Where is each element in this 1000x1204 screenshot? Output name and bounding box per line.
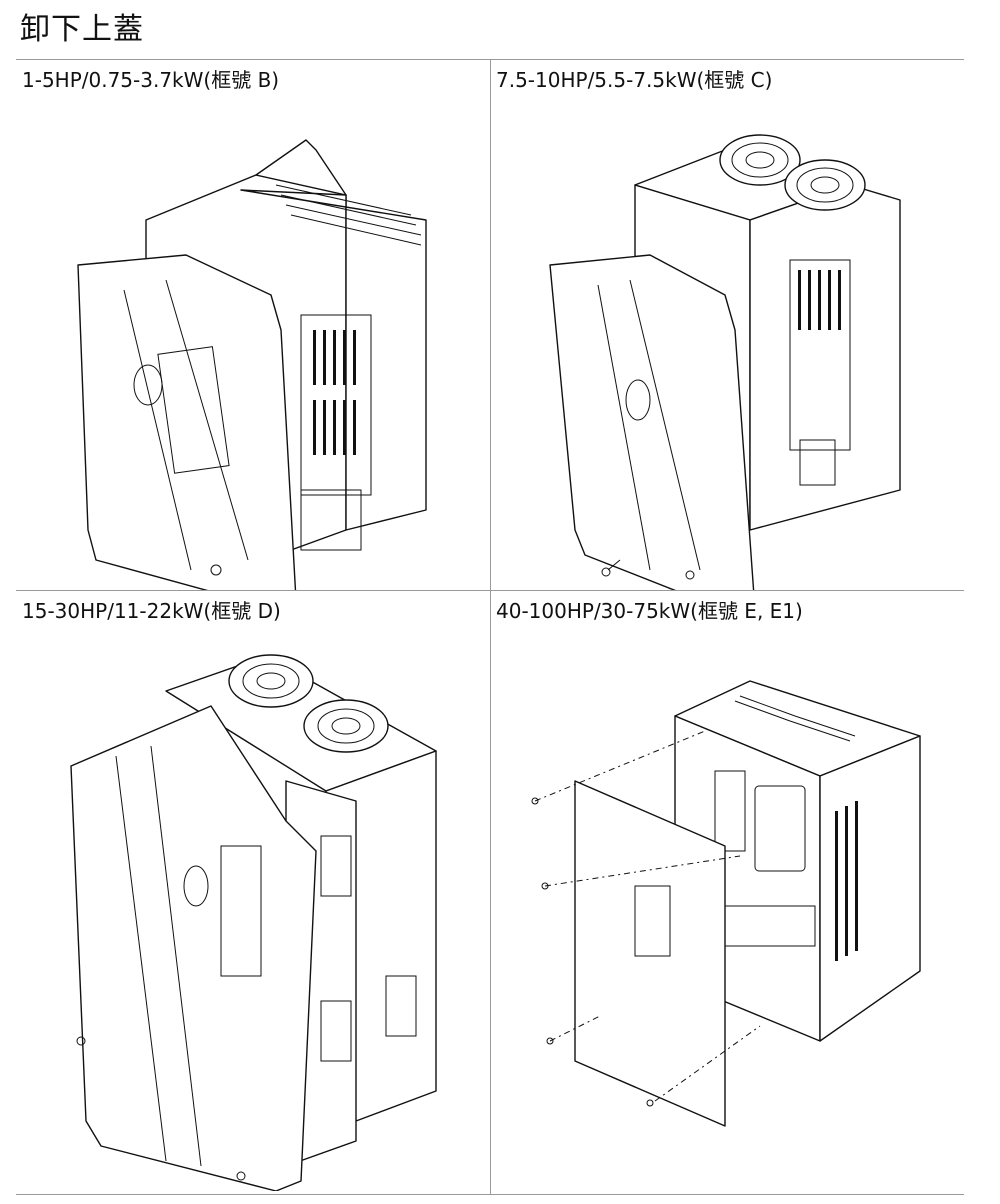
page-title: 卸下上蓋: [20, 12, 144, 47]
frame-e-drawing: [531, 680, 921, 1127]
top-vents: [734, 695, 856, 742]
cooling-fan-2: [303, 699, 389, 753]
panel-frame-b: 1-5HP/0.75-3.7kW(框號 B): [16, 60, 488, 591]
column-divider: [490, 59, 491, 1194]
front-cover: [574, 780, 726, 1127]
front-cover: [70, 705, 317, 1191]
cooling-fan-1: [719, 134, 801, 186]
panel-frame-c: 7.5-10HP/5.5-7.5kW(框號 C): [490, 60, 962, 591]
screw-guides: [534, 730, 761, 1102]
panel-frame-d: 15-30HP/11-22kW(框號 D): [16, 591, 488, 1191]
front-cover: [549, 254, 755, 590]
panel-frame-e: 40-100HP/30-75kW(框號 E, E1): [490, 591, 962, 1127]
vent-slots: [798, 270, 841, 486]
frame-c-drawing: [549, 134, 901, 590]
panel-caption: 7.5-10HP/5.5-7.5kW(框號 C): [496, 68, 773, 92]
panel-caption: 15-30HP/11-22kW(框號 D): [22, 599, 281, 623]
vent-slots: [313, 330, 356, 455]
cooling-fan-2: [784, 159, 866, 211]
frame-b-drawing: [77, 139, 427, 590]
heatsink-fins: [275, 184, 422, 246]
panel-caption: 40-100HP/30-75kW(框號 E, E1): [496, 599, 803, 623]
mounting-screws: [601, 559, 670, 590]
frame-d-drawing: [70, 654, 437, 1191]
side-vents: [835, 801, 858, 961]
bottom-divider: [16, 1194, 964, 1195]
cooling-fan-1: [228, 654, 314, 708]
front-cover: [77, 254, 297, 590]
panel-caption: 1-5HP/0.75-3.7kW(框號 B): [22, 68, 280, 92]
mounting-screws: [531, 797, 654, 1107]
